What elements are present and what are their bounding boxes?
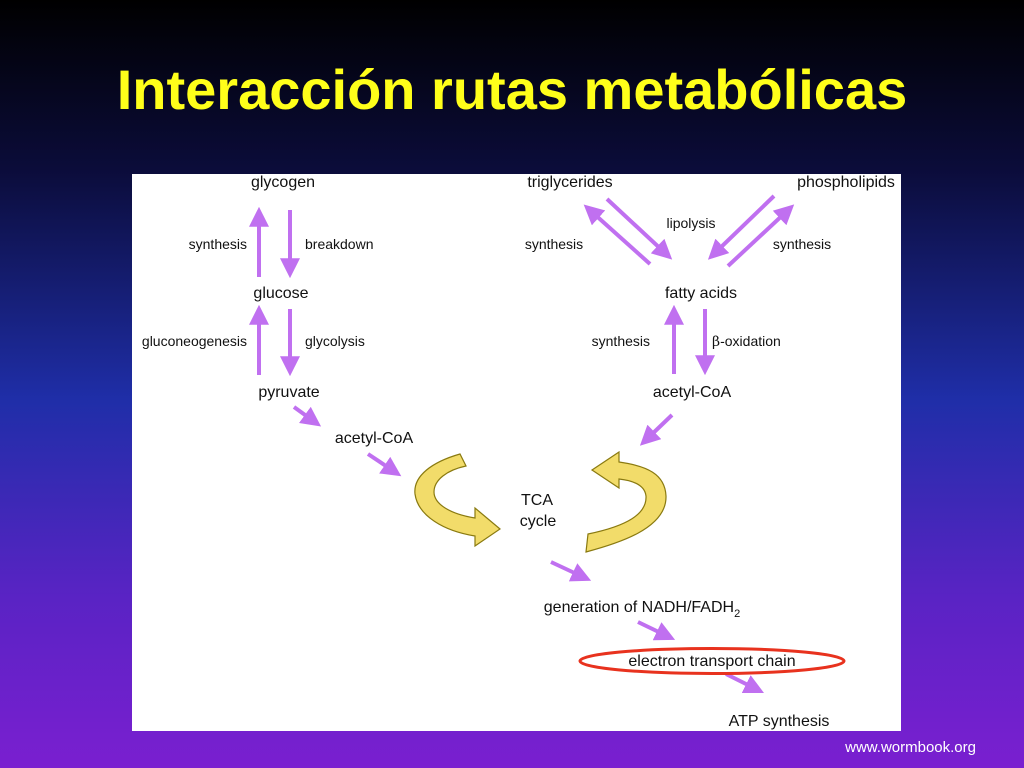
node-glycogen: glycogen [251, 174, 315, 191]
node-triglycerides: triglycerides [527, 174, 612, 191]
etc-to-atp-arrow [725, 672, 765, 694]
edge-label-triglyceride-synthesis: synthesis [525, 236, 583, 252]
lipolysis-phospholipid-arrow [707, 194, 776, 260]
pyruvate-to-acetyl-coa-arrow [292, 405, 322, 427]
metabolic-pathways-figure: glycogen glucose pyruvate acetyl-CoA tri… [132, 174, 901, 731]
subscript-2: 2 [734, 608, 740, 620]
edge-label-glycogen-synthesis: synthesis [189, 236, 247, 252]
etc-highlight-ellipse [578, 647, 846, 675]
pathway-diagram: glycogen glucose pyruvate acetyl-CoA tri… [142, 174, 895, 730]
edge-label-lipolysis: lipolysis [666, 215, 715, 231]
slide-title: Interacción rutas metabólicas [116, 58, 908, 121]
node-tca-line1: TCA [521, 492, 553, 509]
node-tca-line2: cycle [520, 513, 557, 530]
acetyl-coa-to-tca-arrow-right [639, 413, 674, 446]
node-glucose: glucose [253, 285, 308, 302]
lipolysis-arrow [605, 197, 673, 260]
source-credit: www.wormbook.org [845, 739, 976, 756]
node-fatty-acids: fatty acids [665, 285, 737, 302]
beta-symbol: β [712, 334, 720, 350]
edge-label-glycolysis: glycolysis [305, 333, 365, 349]
tca-arrow-left [414, 453, 501, 548]
node-acetyl-coa-left: acetyl-CoA [335, 430, 414, 447]
tca-to-nadh-arrow [550, 560, 592, 582]
edge-label-beta-oxidation: β-oxidation [712, 333, 781, 350]
triglyceride-synthesis-arrow [583, 204, 652, 266]
tca-arrow-right [585, 450, 667, 553]
edge-label-gluconeogenesis: gluconeogenesis [142, 333, 247, 349]
edge-label-breakdown: breakdown [305, 236, 374, 252]
edge-label-phospholipid-synthesis: synthesis [773, 236, 831, 252]
node-atp-synthesis: ATP synthesis [729, 713, 830, 730]
edge-label-fatty-acid-synthesis: synthesis [592, 333, 650, 349]
phospholipid-synthesis-arrow [726, 204, 795, 268]
node-pyruvate: pyruvate [258, 384, 319, 401]
node-electron-transport-chain: electron transport chain [628, 653, 795, 670]
node-acetyl-coa-right: acetyl-CoA [653, 384, 732, 401]
nadh-to-etc-arrow [637, 620, 676, 641]
acetyl-coa-to-tca-arrow-left [366, 452, 402, 477]
node-nadh-fadh2: generation of NADH/FADH2 [544, 599, 740, 620]
node-phospholipids: phospholipids [797, 174, 895, 191]
